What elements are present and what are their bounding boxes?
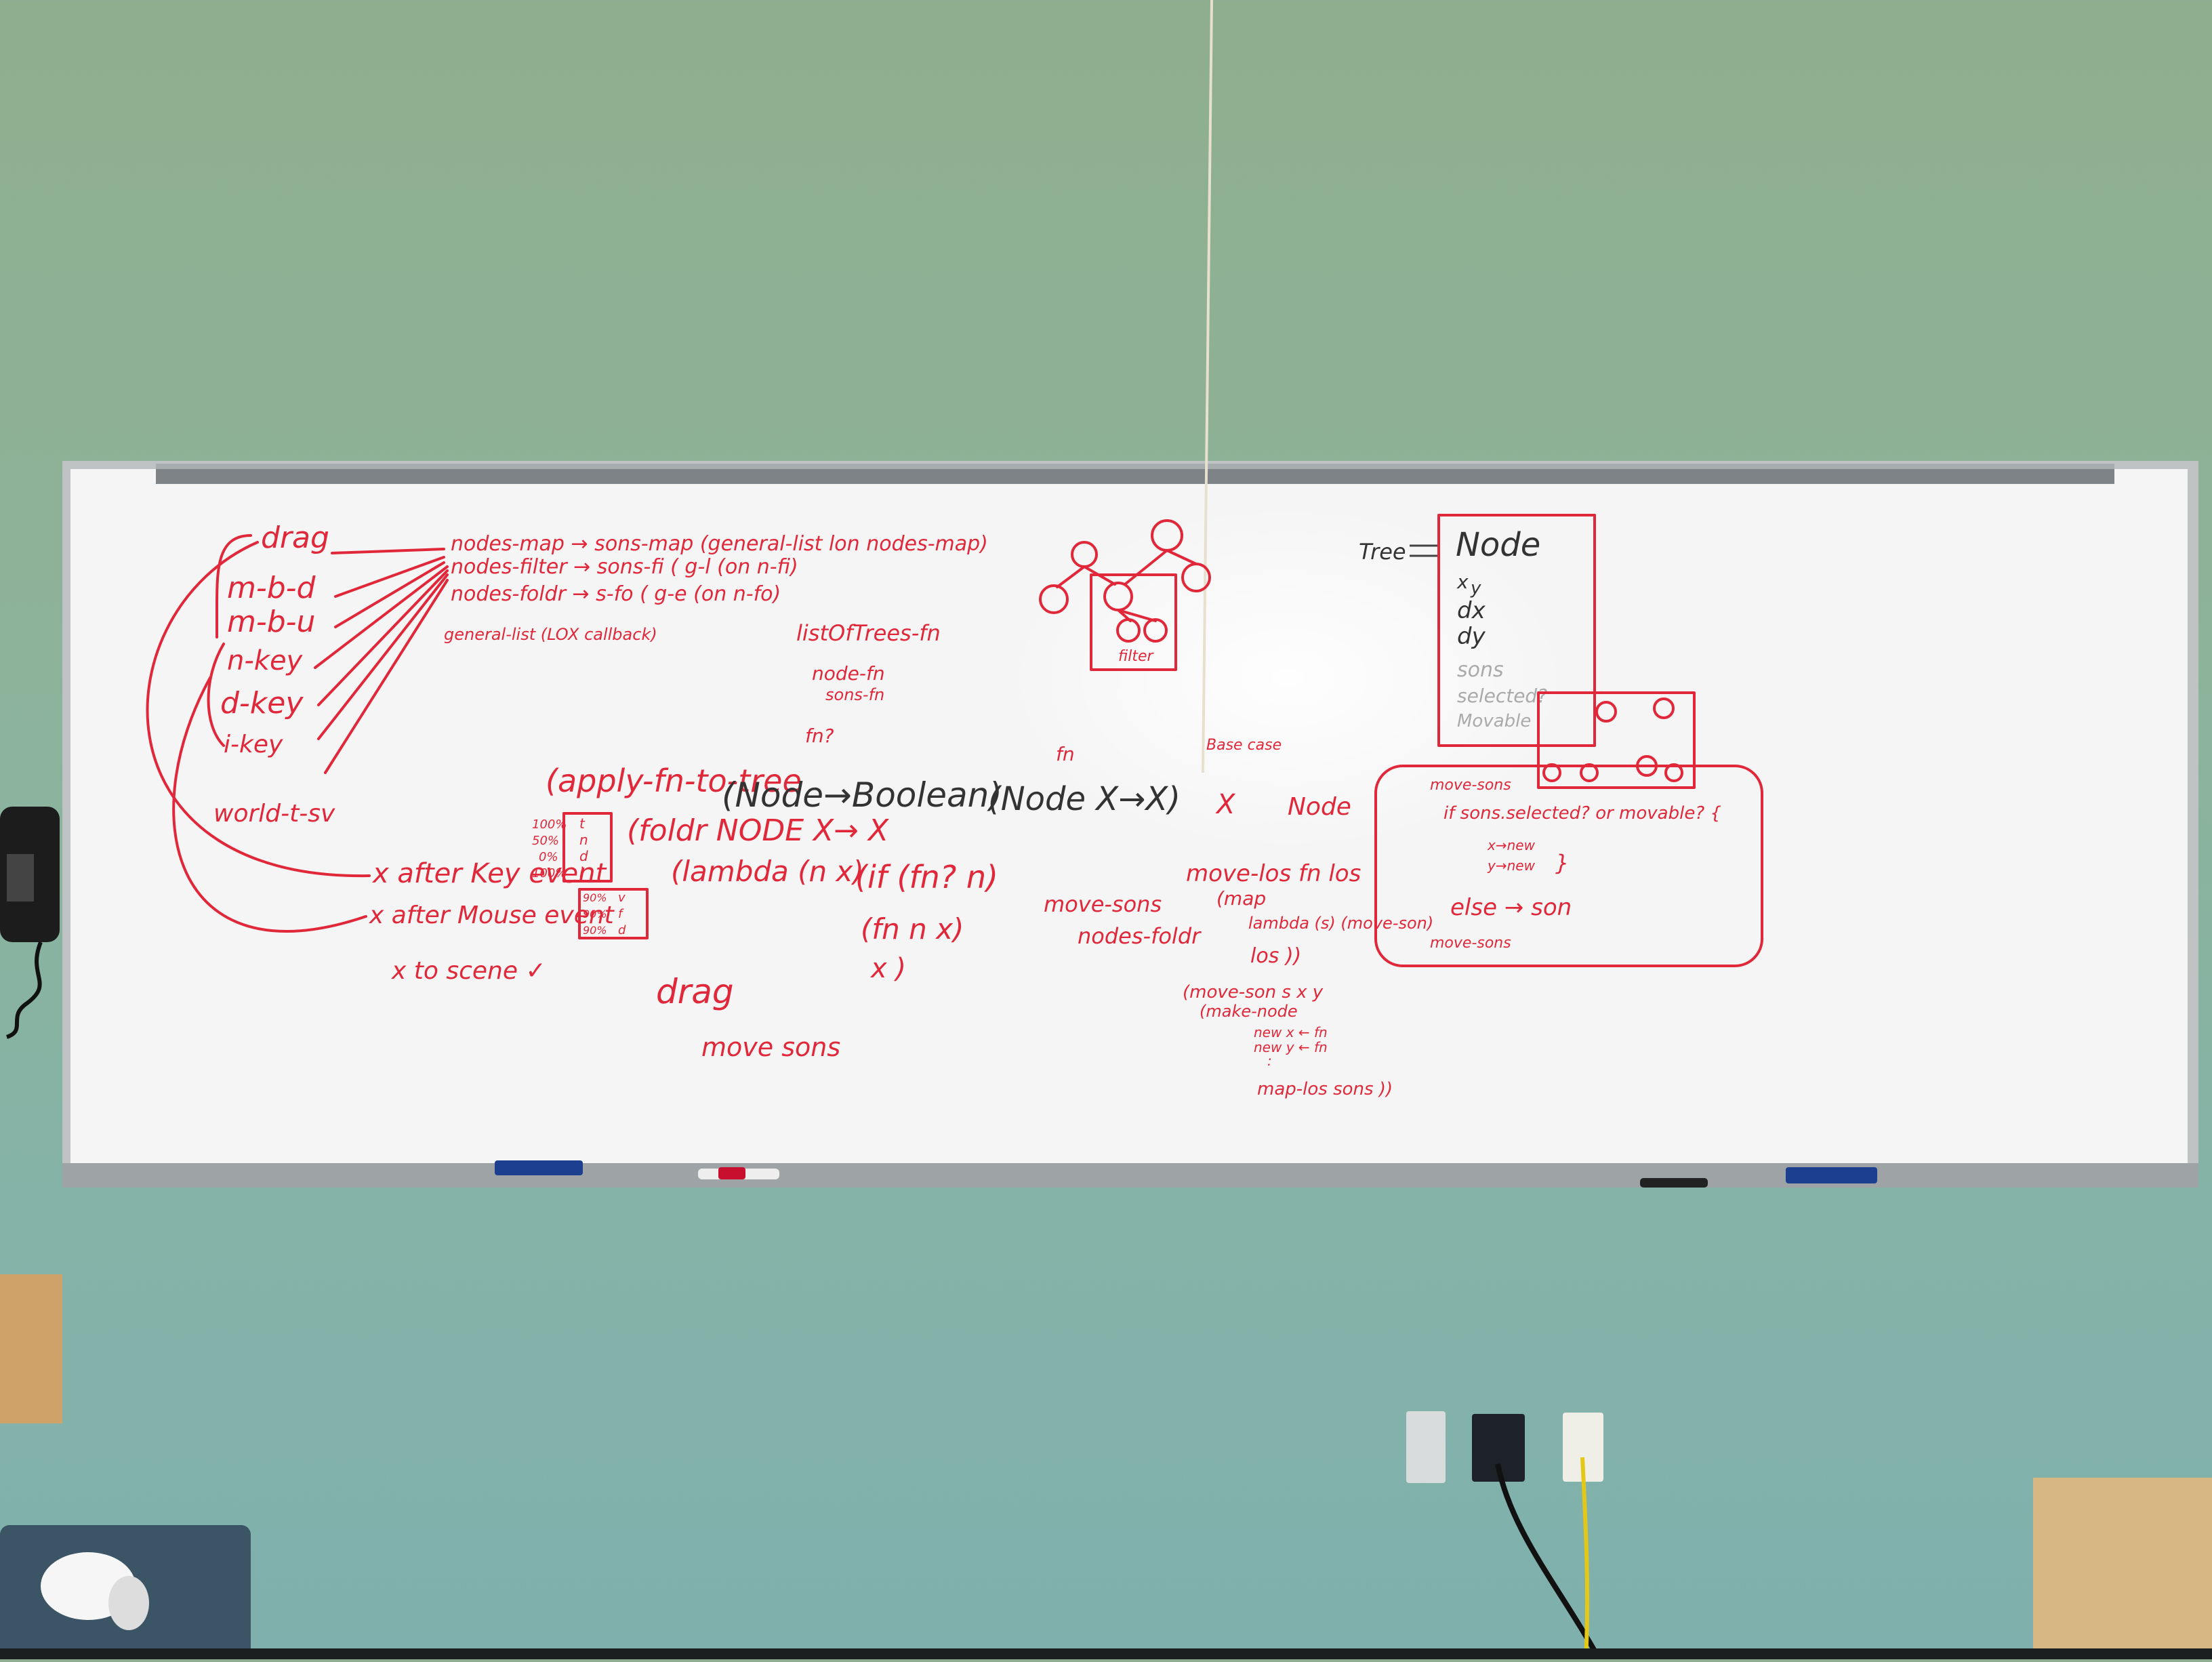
svg-text:move-sons: move-sons [1430, 935, 1511, 952]
svg-text:else → son: else → son [1450, 894, 1572, 921]
svg-text:x ): x ) [869, 953, 906, 984]
svg-text:move-sons: move-sons [1430, 777, 1511, 794]
svg-text:n-key: n-key [227, 645, 304, 676]
event-handlers: x after Key event x after Mouse event x … [146, 541, 615, 985]
svg-text:new y ← fn: new y ← fn [1254, 1039, 1328, 1055]
svg-text:listOfTrees-fn: listOfTrees-fn [796, 620, 941, 646]
svg-text:node-fn: node-fn [812, 662, 885, 685]
svg-text:selected?: selected? [1457, 685, 1547, 707]
marker-tray [62, 1163, 2198, 1188]
function-list: nodes-map → sons-map (general-list lon n… [314, 532, 988, 774]
svg-text:x→new: x→new [1487, 837, 1536, 853]
svg-text::: : [1267, 1053, 1272, 1069]
svg-text:nodes-map → sons-map (general-: nodes-map → sons-map (general-list lon n… [451, 532, 988, 556]
shelf [0, 1274, 62, 1423]
svg-text:Node: Node [1456, 526, 1540, 564]
power-outlet [1406, 1411, 1446, 1483]
svg-text:move-sons: move-sons [1044, 891, 1162, 917]
svg-text:drag: drag [261, 521, 329, 555]
list-fns: listOfTrees-fn node-fn sons-fn fn? fn [796, 620, 1075, 765]
desk [2033, 1478, 2212, 1659]
svg-text:los )): los )) [1250, 944, 1301, 968]
svg-text:f: f [618, 907, 624, 921]
left-key-list: drag m-b-d m-b-u n-key d-key i-key world… [207, 521, 335, 828]
move-los-code: move-los fn los (map lambda (s) (move-so… [1183, 860, 1433, 1099]
svg-text:dx: dx [1457, 597, 1486, 624]
svg-text:100%: 100% [532, 817, 567, 832]
svg-text:X: X [1215, 789, 1236, 820]
svg-text:v: v [618, 891, 626, 905]
tree-definition: Tree Node x y dx dy sons selected? Movab… [1359, 514, 1696, 789]
wall-plate [1563, 1413, 1603, 1482]
svg-text:m-b-u: m-b-u [227, 605, 315, 639]
svg-text:Movable: Movable [1457, 711, 1531, 731]
svg-text:sons-fn: sons-fn [825, 685, 884, 704]
svg-text:if sons.selected? or movable?: if sons.selected? or movable? { [1443, 803, 1721, 824]
svg-text:(foldr NODE X→ X: (foldr NODE X→ X [627, 813, 889, 848]
svg-text:world-t-sv: world-t-sv [213, 800, 335, 828]
svg-text:sons: sons [1457, 658, 1504, 682]
tree-sketch: filter [1039, 519, 1211, 671]
svg-text:d: d [618, 923, 626, 937]
svg-text:x: x [1456, 571, 1469, 593]
svg-text:filter: filter [1118, 648, 1154, 665]
svg-text:nodes-filter → sons-fi ( g-l: nodes-filter → sons-fi ( g-l (on n-fi) [451, 555, 798, 579]
svg-text:(Node→Boolean): (Node→Boolean) [722, 775, 1002, 815]
svg-text:Tree: Tree [1359, 539, 1406, 565]
svg-text:Base case: Base case [1206, 737, 1282, 754]
svg-text:x after Key event: x after Key event [371, 858, 607, 889]
svg-text:lambda (s) (move-son): lambda (s) (move-son) [1248, 914, 1433, 933]
svg-text:i: i [579, 864, 583, 880]
svg-text:dy: dy [1457, 623, 1486, 650]
svg-text:(make-node: (make-node [1200, 1002, 1298, 1021]
svg-text:(fn n x): (fn n x) [861, 912, 964, 946]
svg-text:d-key: d-key [220, 686, 304, 721]
svg-text:100%: 100% [532, 866, 567, 880]
svg-text:nodes-foldr → s-fo ( g-e (on: nodes-foldr → s-fo ( g-e (on n-fo) [451, 582, 781, 606]
foldr-code: (foldr NODE X→ X (lambda (n x) (if (fn? … [627, 813, 1202, 1062]
svg-text:90%: 90% [583, 908, 607, 920]
eraser[interactable] [1786, 1167, 1877, 1183]
svg-text:m-b-d: m-b-d [227, 571, 316, 605]
eraser[interactable] [495, 1160, 583, 1175]
svg-text:d: d [579, 848, 588, 864]
svg-text:n: n [579, 832, 588, 848]
svg-text:(lambda (n x): (lambda (n x) [671, 855, 864, 888]
svg-text:90%: 90% [583, 891, 607, 904]
svg-text:(Node X→X): (Node X→X) [988, 780, 1181, 818]
svg-text:Node: Node [1288, 793, 1351, 821]
svg-text:(move-son s x y: (move-son s x y [1183, 982, 1324, 1002]
svg-text:move-los fn los: move-los fn los [1186, 860, 1361, 887]
svg-text:fn: fn [1056, 743, 1075, 765]
svg-text:}: } [1555, 850, 1569, 876]
svg-text:i-key: i-key [224, 731, 283, 758]
pct-tables: 100% 50% 0% 100% t n d i 90% 90% 90% v f… [532, 812, 649, 939]
svg-text:(if (fn? n): (if (fn? n) [855, 859, 998, 895]
svg-text:50%: 50% [532, 834, 559, 848]
svg-text:new x ← fn: new x ← fn [1254, 1024, 1328, 1040]
svg-text:nodes-foldr: nodes-foldr [1078, 923, 1202, 949]
svg-text:drag: drag [656, 972, 734, 1011]
svg-text:fn?: fn? [805, 725, 834, 747]
svg-text:(apply-fn-to-tree: (apply-fn-to-tree [546, 763, 802, 799]
svg-text:general-list (LOX callback): general-list (LOX callback) [444, 625, 657, 644]
move-sons-box: move-sons if sons.selected? or movable? … [1374, 765, 1763, 967]
svg-text:x after Mouse event: x after Mouse event [369, 901, 615, 929]
svg-text:x to scene ✓: x to scene ✓ [391, 957, 546, 985]
marker[interactable] [1640, 1178, 1708, 1188]
svg-text:map-los sons )): map-los sons )) [1257, 1079, 1393, 1099]
svg-text:y: y [1470, 578, 1481, 599]
network-jack [1472, 1414, 1525, 1482]
svg-text:0%: 0% [539, 850, 558, 864]
svg-text:y→new: y→new [1487, 857, 1536, 874]
svg-text:(map: (map [1216, 887, 1266, 910]
apply-fn-line: (apply-fn-to-tree (Node→Boolean) (Node X… [546, 737, 1351, 821]
svg-text:t: t [579, 815, 586, 832]
svg-text:90%: 90% [583, 924, 607, 937]
svg-text:move sons: move sons [701, 1032, 840, 1062]
